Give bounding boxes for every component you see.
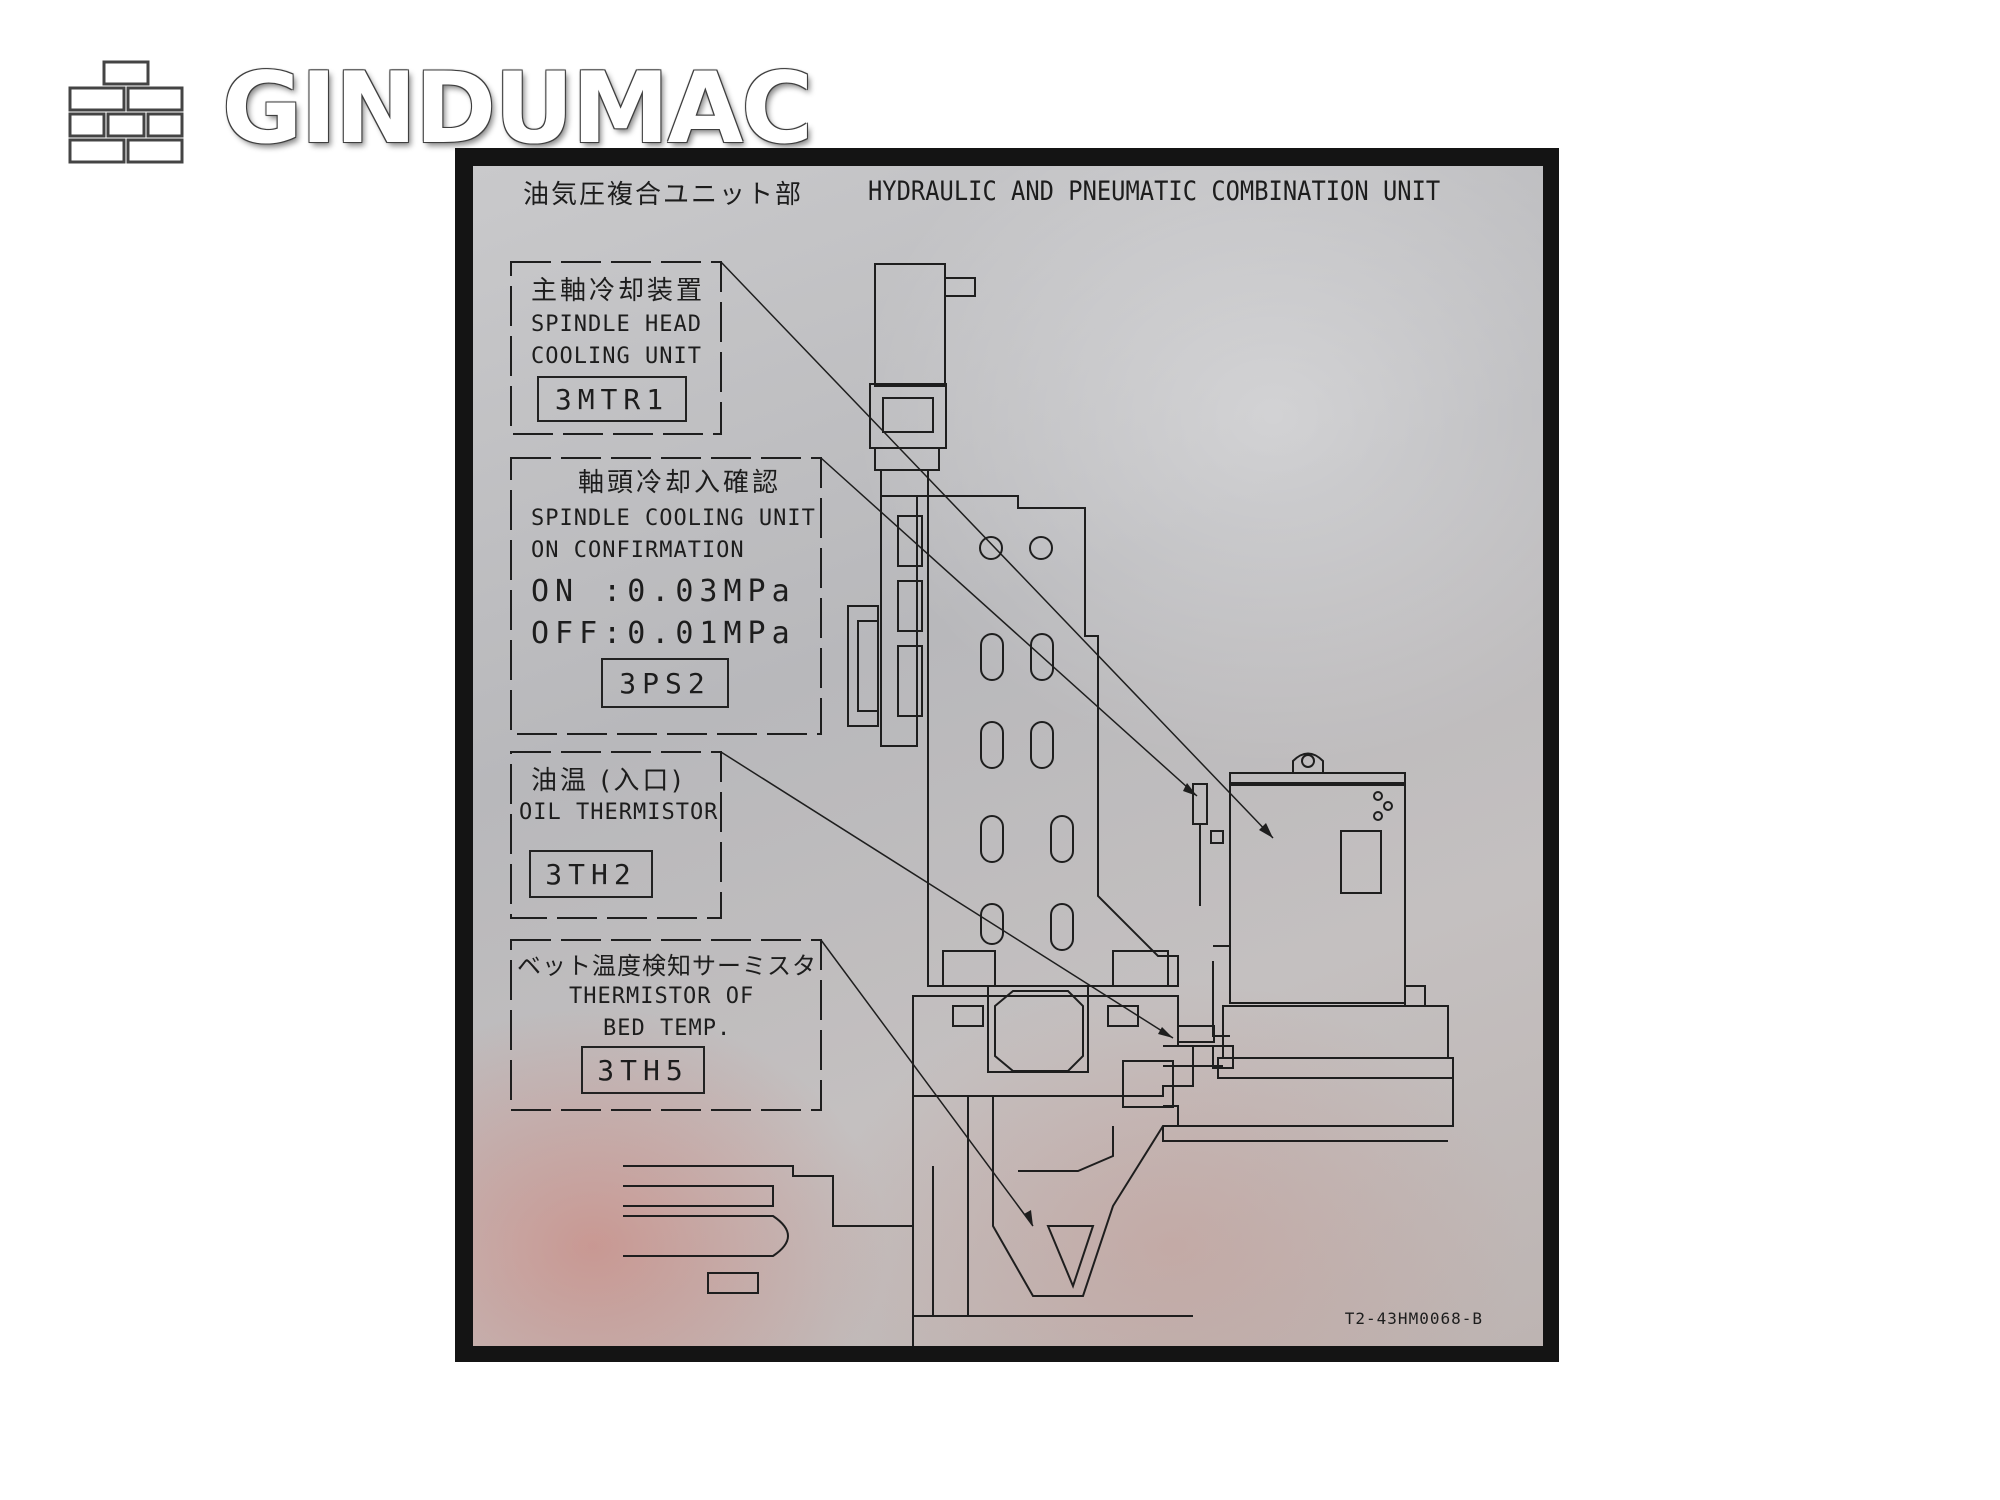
chiller-unit: [1229, 782, 1406, 1004]
callout-4-code: 3TH5: [581, 1046, 705, 1094]
machine-drawing: [510, 261, 1454, 1346]
callout-4-line-2: BED TEMP.: [603, 1016, 732, 1041]
callout-2-line-2: ON CONFIRMATION: [531, 538, 745, 563]
document-number: T2-43HM0068-B: [1344, 1309, 1483, 1328]
callout-4-line-1: THERMISTOR OF: [569, 984, 755, 1009]
callout-2-off-value: OFF:0.01MPa: [531, 616, 796, 651]
callout-1-line-1: SPINDLE HEAD: [531, 312, 702, 337]
callout-4-japanese: ベット温度検知サーミスタ: [517, 952, 817, 980]
callout-frames: [510, 261, 822, 1111]
callout-2-line-1: SPINDLE COOLING UNIT: [531, 506, 816, 531]
callout-3-code: 3TH2: [529, 850, 653, 898]
callout-1-line-2: COOLING UNIT: [531, 344, 702, 369]
leader-lines: [720, 261, 1274, 1227]
callout-1-code: 3MTR1: [537, 376, 687, 422]
bed: [912, 995, 1194, 1097]
column: [927, 470, 1179, 987]
callout-3-line-1: OIL THERMISTOR: [519, 800, 719, 825]
logo-wordmark: GINDUMAC: [222, 52, 813, 166]
label-plate: 油気圧複合ユニット部 HYDRAULIC AND PNEUMATIC COMBI…: [473, 166, 1543, 1346]
callout-3-japanese: 油温 (入口): [531, 766, 685, 796]
callout-1-japanese: 主軸冷却装置: [531, 276, 706, 306]
callout-2-japanese: 軸頭冷却入確認: [578, 468, 782, 498]
gindumac-logo-icon: [68, 60, 184, 164]
leader-arrows: [1024, 783, 1273, 1226]
callout-2-on-value: ON :0.03MPa: [531, 574, 796, 609]
title-english: HYDRAULIC AND PNEUMATIC COMBINATION UNIT: [868, 176, 1441, 207]
gindumac-logo: GINDUMAC: [66, 52, 813, 168]
motor: [874, 263, 946, 387]
callout-2-code: 3PS2: [601, 658, 729, 708]
title-japanese: 油気圧複合ユニット部: [523, 180, 804, 210]
tank: [1222, 1005, 1449, 1059]
